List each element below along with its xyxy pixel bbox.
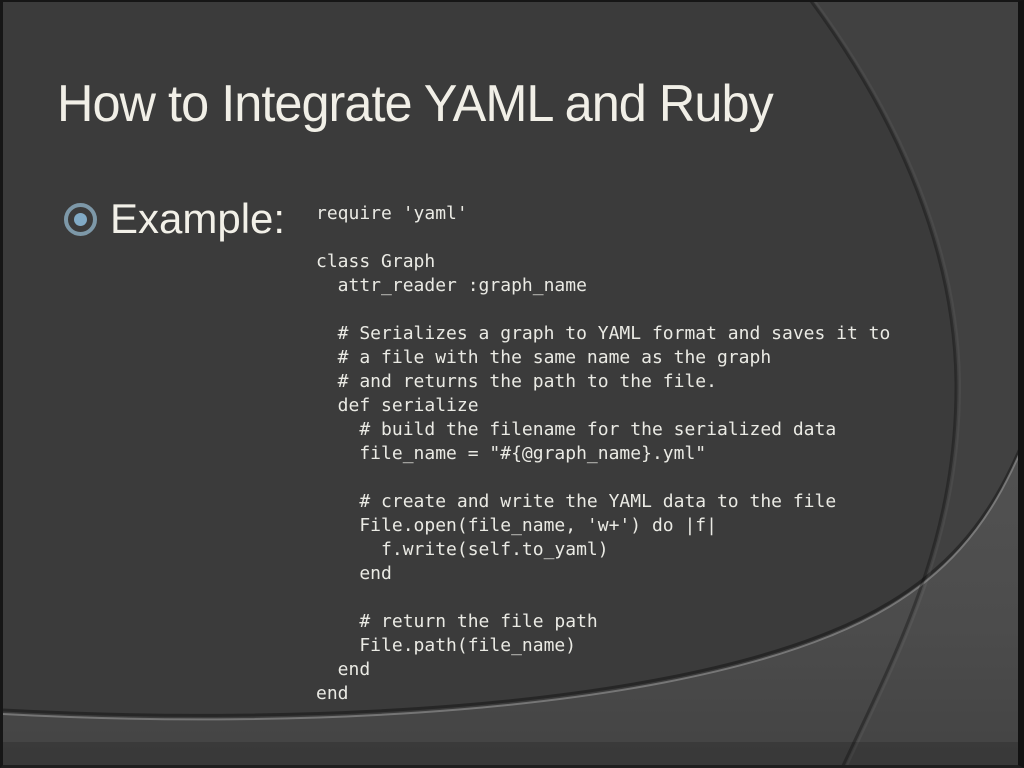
bullet-dot [74, 212, 87, 226]
swoosh-shadow [3, 449, 1018, 717]
bullet-item: Example: [64, 195, 285, 243]
curve-accent-highlight [814, 2, 962, 765]
bottom-fade [3, 742, 1018, 765]
background-swoosh [3, 457, 1018, 765]
code-block: require 'yaml' class Graph attr_reader :… [316, 203, 891, 704]
slide-title: How to Integrate YAML and Ruby [57, 75, 774, 133]
bullet-label: Example: [110, 195, 286, 242]
curve-accent-shadow [809, 2, 958, 765]
background-decoration [3, 2, 1018, 765]
swoosh-highlight [3, 454, 1018, 721]
bullet-target-icon [64, 202, 97, 236]
